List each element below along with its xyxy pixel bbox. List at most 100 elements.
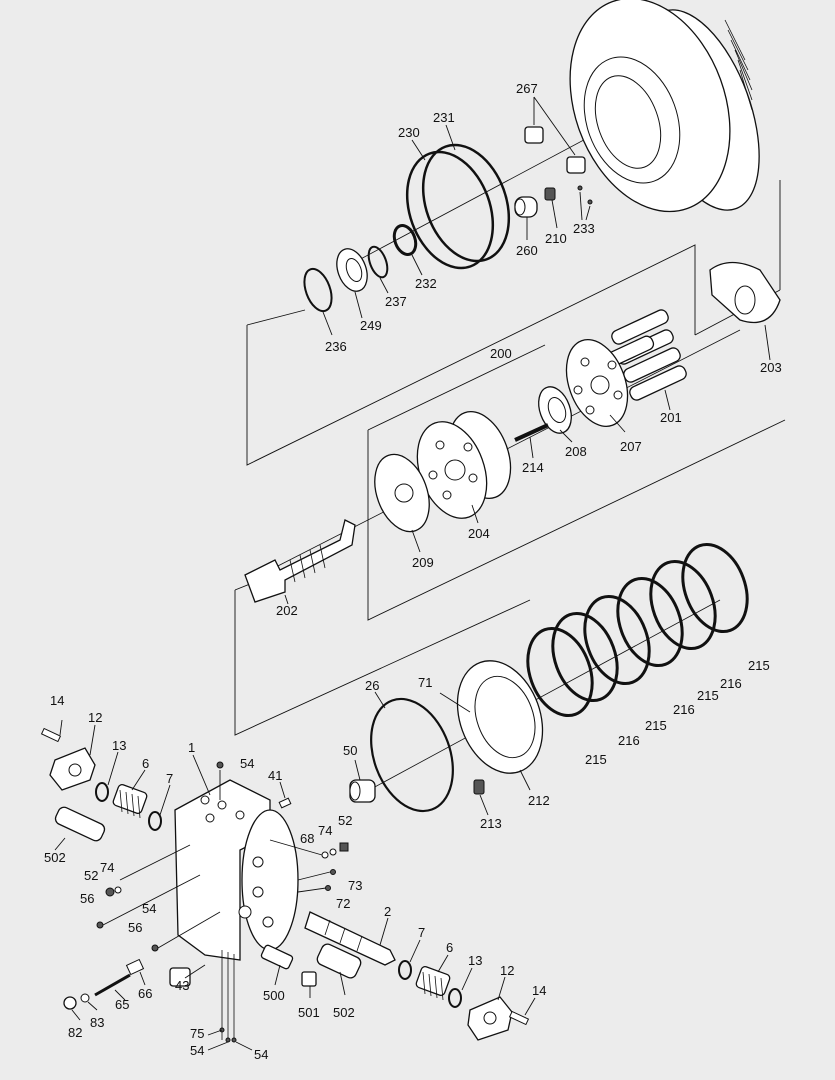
- label-13-b: 13: [468, 953, 482, 968]
- pin-41: [278, 797, 292, 809]
- holder-208: [538, 386, 572, 434]
- o-ring-26: [370, 697, 454, 813]
- spool-2: [304, 911, 396, 966]
- plug-52-b: [339, 842, 349, 852]
- label-52-b: 52: [338, 813, 352, 828]
- label-12-b: 12: [500, 963, 514, 978]
- cylinder-block-204: [416, 410, 512, 519]
- label-203: 203: [760, 360, 782, 375]
- label-201: 201: [660, 410, 682, 425]
- valve-body-1: [174, 779, 299, 961]
- label-215-b: 215: [697, 688, 719, 703]
- seal-83: [80, 993, 90, 1003]
- label-502-b: 502: [333, 1005, 355, 1020]
- label-213: 213: [480, 816, 502, 831]
- label-236: 236: [325, 339, 347, 354]
- bolt-14-a: [40, 727, 62, 743]
- label-500: 500: [263, 988, 285, 1003]
- cover-203: [709, 261, 781, 324]
- plug-43: [169, 967, 191, 987]
- seal-68: [321, 851, 329, 859]
- label-215-d: 215: [585, 752, 607, 767]
- label-65: 65: [115, 997, 129, 1012]
- label-215-a: 215: [748, 658, 770, 673]
- label-26: 26: [365, 678, 379, 693]
- label-41: 41: [268, 768, 282, 783]
- nut-210: [544, 187, 556, 201]
- motor-housing: [569, 0, 760, 213]
- label-82: 82: [68, 1025, 82, 1040]
- label-56-a: 56: [80, 891, 94, 906]
- label-74-a: 74: [100, 860, 114, 875]
- label-1: 1: [188, 740, 195, 755]
- label-501: 501: [298, 1005, 320, 1020]
- plug-72: [325, 885, 331, 891]
- disc-stack: [526, 542, 749, 718]
- label-7-b: 7: [418, 925, 425, 940]
- assembly-frame-204: [367, 344, 786, 621]
- spring-213: [473, 779, 485, 795]
- label-267: 267: [516, 81, 538, 96]
- label-43: 43: [175, 978, 189, 993]
- plug-52-a: [105, 887, 115, 897]
- spring-6-a: [112, 784, 148, 819]
- shaft-202: [244, 519, 356, 603]
- piston-212: [456, 660, 544, 774]
- bearing-249: [336, 248, 368, 292]
- plug-73: [330, 869, 336, 875]
- plate-207: [565, 338, 629, 428]
- valve-502-a: [54, 806, 106, 842]
- label-237: 237: [385, 294, 407, 309]
- label-209: 209: [412, 555, 434, 570]
- label-14-a: 14: [50, 693, 64, 708]
- label-74-b: 74: [318, 823, 332, 838]
- label-54-c: 54: [190, 1043, 204, 1058]
- label-210: 210: [545, 231, 567, 246]
- label-73: 73: [348, 878, 362, 893]
- label-14-b: 14: [532, 983, 546, 998]
- label-233: 233: [573, 221, 595, 236]
- label-71: 71: [418, 675, 432, 690]
- o-ring-13-b: [448, 988, 462, 1008]
- circlip-236: [303, 267, 333, 313]
- label-2: 2: [384, 904, 391, 919]
- o-ring-230: [405, 150, 495, 270]
- plug-56-a: [96, 921, 104, 929]
- valve-plate-209: [374, 453, 430, 533]
- label-83: 83: [90, 1015, 104, 1030]
- valve-500: [260, 944, 294, 970]
- ring-7-a: [148, 811, 162, 831]
- label-216-a: 216: [720, 676, 742, 691]
- bolt-14-b: [508, 1010, 530, 1026]
- flange-12-a: [49, 747, 96, 791]
- flange-12-b: [467, 996, 513, 1041]
- label-54-a: 54: [240, 756, 254, 771]
- label-216-c: 216: [618, 733, 640, 748]
- o-ring-13-a: [95, 782, 109, 802]
- circlip-237: [367, 245, 389, 279]
- label-54-b: 54: [142, 901, 156, 916]
- label-6-b: 6: [446, 940, 453, 955]
- label-54-d: 54: [254, 1047, 268, 1062]
- seal-74-a: [114, 886, 122, 894]
- spring-rod-214: [514, 423, 549, 442]
- label-6-a: 6: [142, 756, 149, 771]
- bolt-267-b: [566, 156, 586, 174]
- label-75: 75: [190, 1026, 204, 1041]
- label-502-a: 502: [44, 850, 66, 865]
- label-215-c: 215: [645, 718, 667, 733]
- label-232: 232: [415, 276, 437, 291]
- label-68: 68: [300, 831, 314, 846]
- nut-66: [125, 958, 145, 976]
- rod-65: [94, 973, 131, 997]
- plug-56-b: [151, 944, 159, 952]
- nut-82: [63, 996, 77, 1010]
- label-200: 200: [490, 346, 512, 361]
- label-56-b: 56: [128, 920, 142, 935]
- label-12-a: 12: [88, 710, 102, 725]
- plug-501: [301, 971, 317, 987]
- label-231: 231: [433, 110, 455, 125]
- label-207: 207: [620, 439, 642, 454]
- part-labels: 267 231 230 210 233 260 232 237 249 236 …: [44, 81, 782, 1062]
